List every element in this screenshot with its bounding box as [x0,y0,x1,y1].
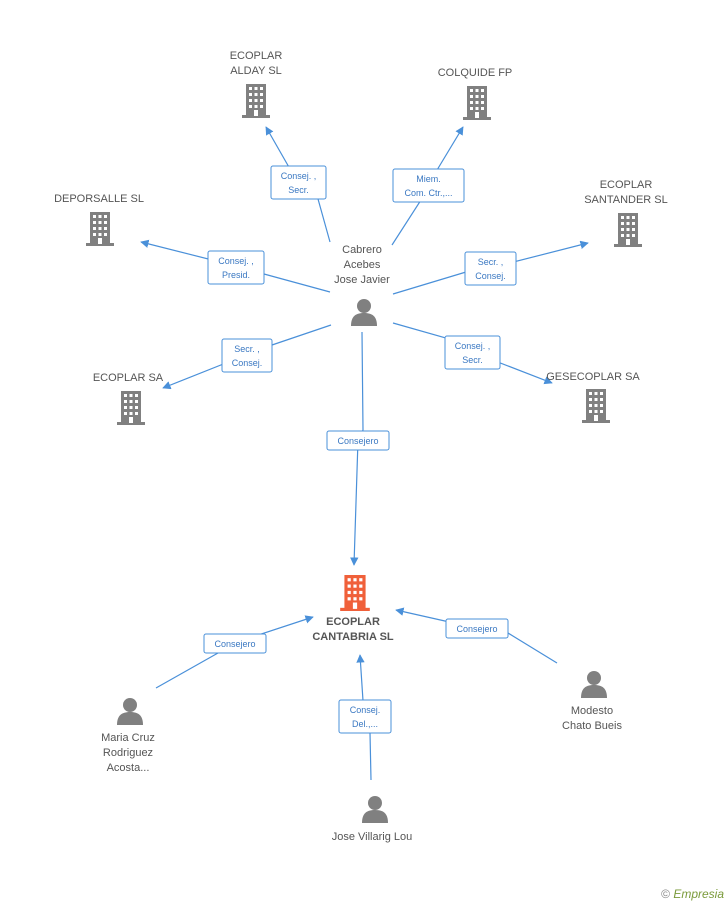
company-node-deporsalle[interactable]: DEPORSALLE SL [54,193,144,246]
building-icon [614,213,642,247]
company-node-alday[interactable]: ECOPLAR ALDAY SL [230,50,283,118]
edge-label-line: Secr. , [234,344,260,354]
edges [140,126,589,781]
person-icon [581,671,607,698]
company-node-gesecoplar[interactable]: GESECOPLAR SA [546,371,640,423]
company-label: ALDAY SL [230,65,282,77]
edge-label-deporsalle[interactable]: Consej. , Presid. [207,250,265,285]
person-label: Chato Bueis [562,720,622,732]
edge-label-line: Presid. [222,270,250,280]
company-label: GESECOPLAR SA [546,371,640,383]
main-company-label: CANTABRIA SL [312,631,394,643]
edge-label-line: Miem. [416,174,441,184]
company-node-ecoplar-sa[interactable]: ECOPLAR SA [93,372,164,425]
edge-label-line: Consej. [350,705,381,715]
company-label: COLQUIDE FP [438,67,513,79]
company-node-colquide[interactable]: COLQUIDE FP [438,67,513,120]
company-label: DEPORSALLE SL [54,193,144,205]
edge-label-line: Secr. [462,355,483,365]
watermark: © Empresia [661,887,724,901]
edge-label-alday[interactable]: Consej. , Secr. [270,165,327,200]
company-label: ECOPLAR [230,50,283,62]
edge-label-line: Consejero [456,624,497,634]
edge-label-line: Consej. , [281,171,317,181]
edge-label-line: Com. Ctr.,... [404,188,452,198]
building-icon [242,84,270,118]
person-node-villarig[interactable]: Jose Villarig Lou [332,796,413,843]
edge-label-maria[interactable]: Consejero [203,633,267,654]
building-icon [582,389,610,423]
person-label: Acosta... [107,762,150,774]
edge-label-line: Consej. [232,358,263,368]
edge-label-modesto[interactable]: Consejero [445,618,509,639]
edge-label-main[interactable]: Consejero [326,430,390,451]
main-company-label: ECOPLAR [326,616,380,628]
edge-label-villarig[interactable]: Consej. Del.,... [338,699,392,734]
person-icon [351,299,377,326]
edge-label-line: Consej. , [218,256,254,266]
company-label: ECOPLAR SA [93,372,164,384]
person-label: Jose Javier [334,274,390,286]
person-label: Rodriguez [103,747,153,759]
company-label: ECOPLAR [600,179,653,191]
person-label: Modesto [571,705,613,717]
main-company-node[interactable]: ECOPLAR CANTABRIA SL [312,575,394,643]
person-node-maria[interactable]: Maria Cruz Rodriguez Acosta... [101,698,155,774]
person-node-cabrero[interactable]: Cabrero Acebes Jose Javier [334,244,390,326]
edge-label-line: Del.,... [352,719,378,729]
building-icon [340,575,370,611]
person-label: Maria Cruz [101,732,155,744]
person-node-modesto[interactable]: Modesto Chato Bueis [562,671,622,732]
edge-label-line: Secr. [288,185,309,195]
edge-label-colquide[interactable]: Miem. Com. Ctr.,... [392,168,465,203]
person-icon [362,796,388,823]
copyright-symbol: © [661,887,670,901]
company-label: SANTANDER SL [584,194,668,206]
edge-label-line: Secr. , [478,257,504,267]
building-icon [463,86,491,120]
person-label: Jose Villarig Lou [332,831,413,843]
building-icon [86,212,114,246]
edge-label-line: Consejero [337,436,378,446]
edge-label-ecoplarsa[interactable]: Secr. , Consej. [221,338,273,373]
building-icon [117,391,145,425]
company-node-santander[interactable]: ECOPLAR SANTANDER SL [584,179,668,247]
edge-label-gesecoplar[interactable]: Consej. , Secr. [444,335,501,370]
person-label: Cabrero [342,244,382,256]
edge-label-line: Consejero [214,639,255,649]
person-label: Acebes [344,259,381,271]
brand-logo: Empresia [673,887,724,901]
person-icon [117,698,143,725]
edge-label-line: Consej. , [455,341,491,351]
edge-label-line: Consej. [475,271,506,281]
edge-label-santander[interactable]: Secr. , Consej. [464,251,517,286]
